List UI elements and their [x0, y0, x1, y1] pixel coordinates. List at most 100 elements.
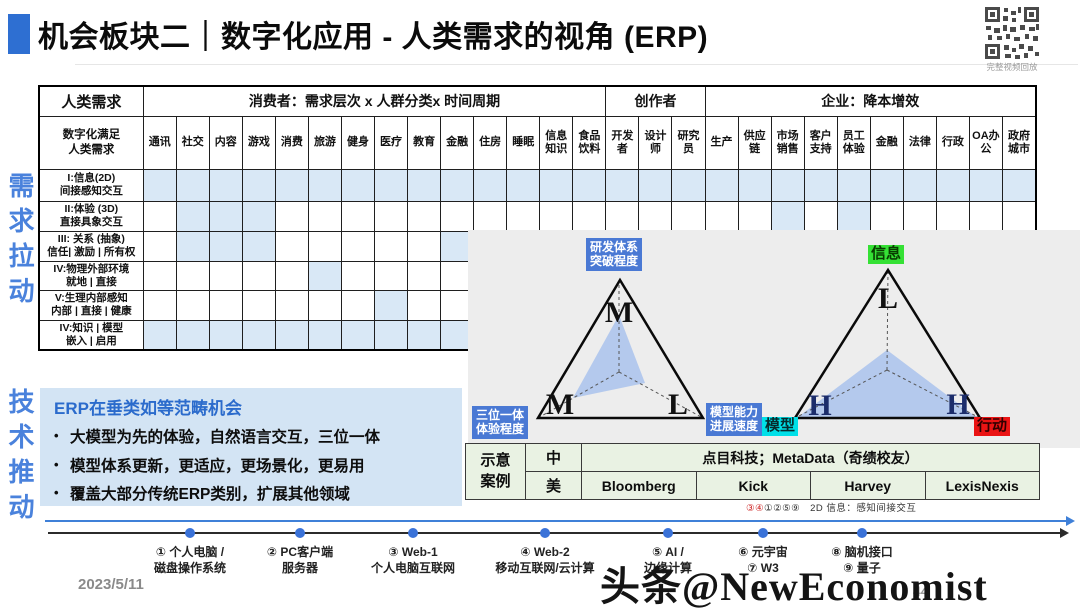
cases-us-value-2: Harvey: [810, 471, 926, 500]
erp-bullet-2: • 覆盖大部分传统ERP类别，扩展其他领域: [54, 481, 452, 510]
matrix-cell: [935, 200, 970, 232]
cases-title: 示意 案例: [465, 443, 526, 500]
matrix-cell: [869, 200, 904, 232]
matrix-cell: [704, 200, 739, 232]
matrix-group-header-0: 消费者：需求层次 x 人群分类x 时间周期: [142, 85, 607, 117]
matrix-cell: [142, 289, 177, 321]
title-accent-bar: [8, 14, 30, 54]
matrix-col-header-12: 信息知识: [539, 115, 574, 170]
matrix-cell: [374, 289, 409, 321]
matrix-cell: [407, 260, 442, 291]
matrix-cell: [638, 200, 673, 232]
matrix-col-header-21: 员工体验: [836, 115, 871, 170]
matrix-col-header-5: 旅游: [307, 115, 342, 170]
matrix-cell: [374, 168, 409, 202]
matrix-cell: [407, 230, 442, 262]
matrix-col-header-26: 政府城市: [1001, 115, 1037, 170]
matrix-cell: [1001, 200, 1037, 232]
cases-cn-value: 点目科技；MetaData（奇绩校友）: [581, 443, 1040, 472]
matrix-col-header-1: 社交: [175, 115, 210, 170]
matrix-cell: [473, 168, 508, 202]
matrix-cell: [968, 200, 1003, 232]
radar-left-axis-bl-label: 三位一体 体验程度: [472, 406, 529, 439]
matrix-cell: [605, 168, 640, 202]
erp-bullet-text: 模型体系更新，更适应，更场景化，更易用: [70, 457, 365, 475]
matrix-cell: [770, 200, 805, 232]
timeline-label-5: ⑥ 元宇宙 ⑦ W3: [738, 545, 788, 575]
matrix-row-label-5: IV:知识 | 模型 嵌入 | 启用: [38, 319, 144, 351]
matrix-cell: [142, 230, 177, 262]
matrix-cell: [142, 200, 177, 232]
page-number: 44: [913, 583, 929, 599]
timeline-black-arrowhead: [1060, 528, 1069, 538]
footnote-annotation: ③④①②⑤⑨ 2D 信息：感知间接交互: [746, 500, 916, 514]
radar-right-bl-value: H: [808, 389, 831, 422]
footnote-text-part: ①②⑤⑨ 2D 信息：感知间接交互: [764, 503, 917, 514]
matrix-cell: [407, 319, 442, 351]
matrix-cell: [175, 168, 210, 202]
matrix-cell: [869, 168, 904, 202]
bullet-icon: •: [54, 485, 59, 501]
matrix-cell: [175, 260, 210, 291]
erp-bullet-text: 覆盖大部分传统ERP类别，扩展其他领域: [70, 486, 350, 504]
matrix-cell: [340, 319, 376, 351]
matrix-col-header-22: 金融: [869, 115, 904, 170]
matrix-group-header-2: 企业：降本增效: [704, 85, 1037, 117]
bullet-icon: •: [54, 456, 59, 472]
matrix-cell: [142, 319, 177, 351]
radar-right-axis-bl-label: 模型: [762, 417, 799, 436]
matrix-cell: [340, 289, 376, 321]
matrix-cell: [374, 230, 409, 262]
timeline-blue-line: [45, 520, 1068, 522]
matrix-col-header-13: 食品饮料: [572, 115, 607, 170]
matrix-col-header-7: 医疗: [374, 115, 409, 170]
matrix-row-label-0: I:信息(2D) 间接感知交互: [38, 168, 144, 202]
matrix-cell: [902, 200, 937, 232]
radar-left-br-value: L: [668, 388, 688, 421]
qr-code-block: 完整视频回放: [982, 6, 1042, 73]
matrix-cell: [175, 319, 210, 351]
matrix-cell: [770, 168, 805, 202]
matrix-cell: [572, 200, 607, 232]
matrix-cell: [307, 289, 342, 321]
radar-charts: M M L L H H: [535, 267, 983, 422]
timeline-label-0: ① 个人电脑 / 磁盘操作系统: [153, 545, 226, 575]
radar-right-br-value: H: [946, 388, 969, 421]
matrix-cell: [638, 168, 673, 202]
timeline-dot-6: [857, 528, 867, 538]
matrix-cell: [572, 168, 607, 202]
matrix-cell: [473, 200, 508, 232]
bullet-icon: •: [54, 428, 59, 443]
matrix-cell: [340, 168, 376, 202]
timeline-blue-arrowhead: [1066, 516, 1075, 526]
matrix-cell: [241, 200, 276, 232]
watermark-en: @NewEconomist: [682, 564, 988, 608]
matrix-cell: [241, 168, 276, 202]
matrix-cell: [440, 168, 475, 202]
matrix-cell: [671, 200, 706, 232]
radar-right-top-value: L: [878, 282, 898, 315]
timeline-black-line: [48, 532, 1062, 534]
matrix-cell: [737, 168, 772, 202]
radar-right-axis-top-label: 信息: [868, 245, 905, 264]
radar-left-axis-br-label: 模型能力 进展速度: [706, 403, 763, 436]
erp-opportunity-box: ERP在垂类如等范畴机会 •大模型为先的体验，自然语言交互，三位一体•模型体系更…: [40, 388, 462, 506]
watermark-cn: 头条: [600, 565, 682, 608]
matrix-cell: [605, 200, 640, 232]
matrix-cell: [374, 200, 409, 232]
matrix-cell: [208, 289, 243, 321]
matrix-col-header-15: 设计师: [638, 115, 673, 170]
timeline-dot-2: [408, 528, 418, 538]
matrix-cell: [374, 319, 409, 351]
matrix-col-header-19: 市场销售: [770, 115, 805, 170]
matrix-cell: [836, 200, 871, 232]
matrix-row-label-3: IV:物理外部环境 就地 | 直接: [38, 260, 144, 291]
matrix-col-header-9: 金融: [440, 115, 475, 170]
cases-us-value-0: Bloomberg: [581, 471, 697, 500]
matrix-col-header-8: 教育: [407, 115, 442, 170]
matrix-cell: [803, 200, 838, 232]
matrix-cell: [1001, 168, 1037, 202]
matrix-corner-sub: 数字化满足 人类需求: [38, 115, 144, 170]
matrix-cell: [208, 230, 243, 262]
